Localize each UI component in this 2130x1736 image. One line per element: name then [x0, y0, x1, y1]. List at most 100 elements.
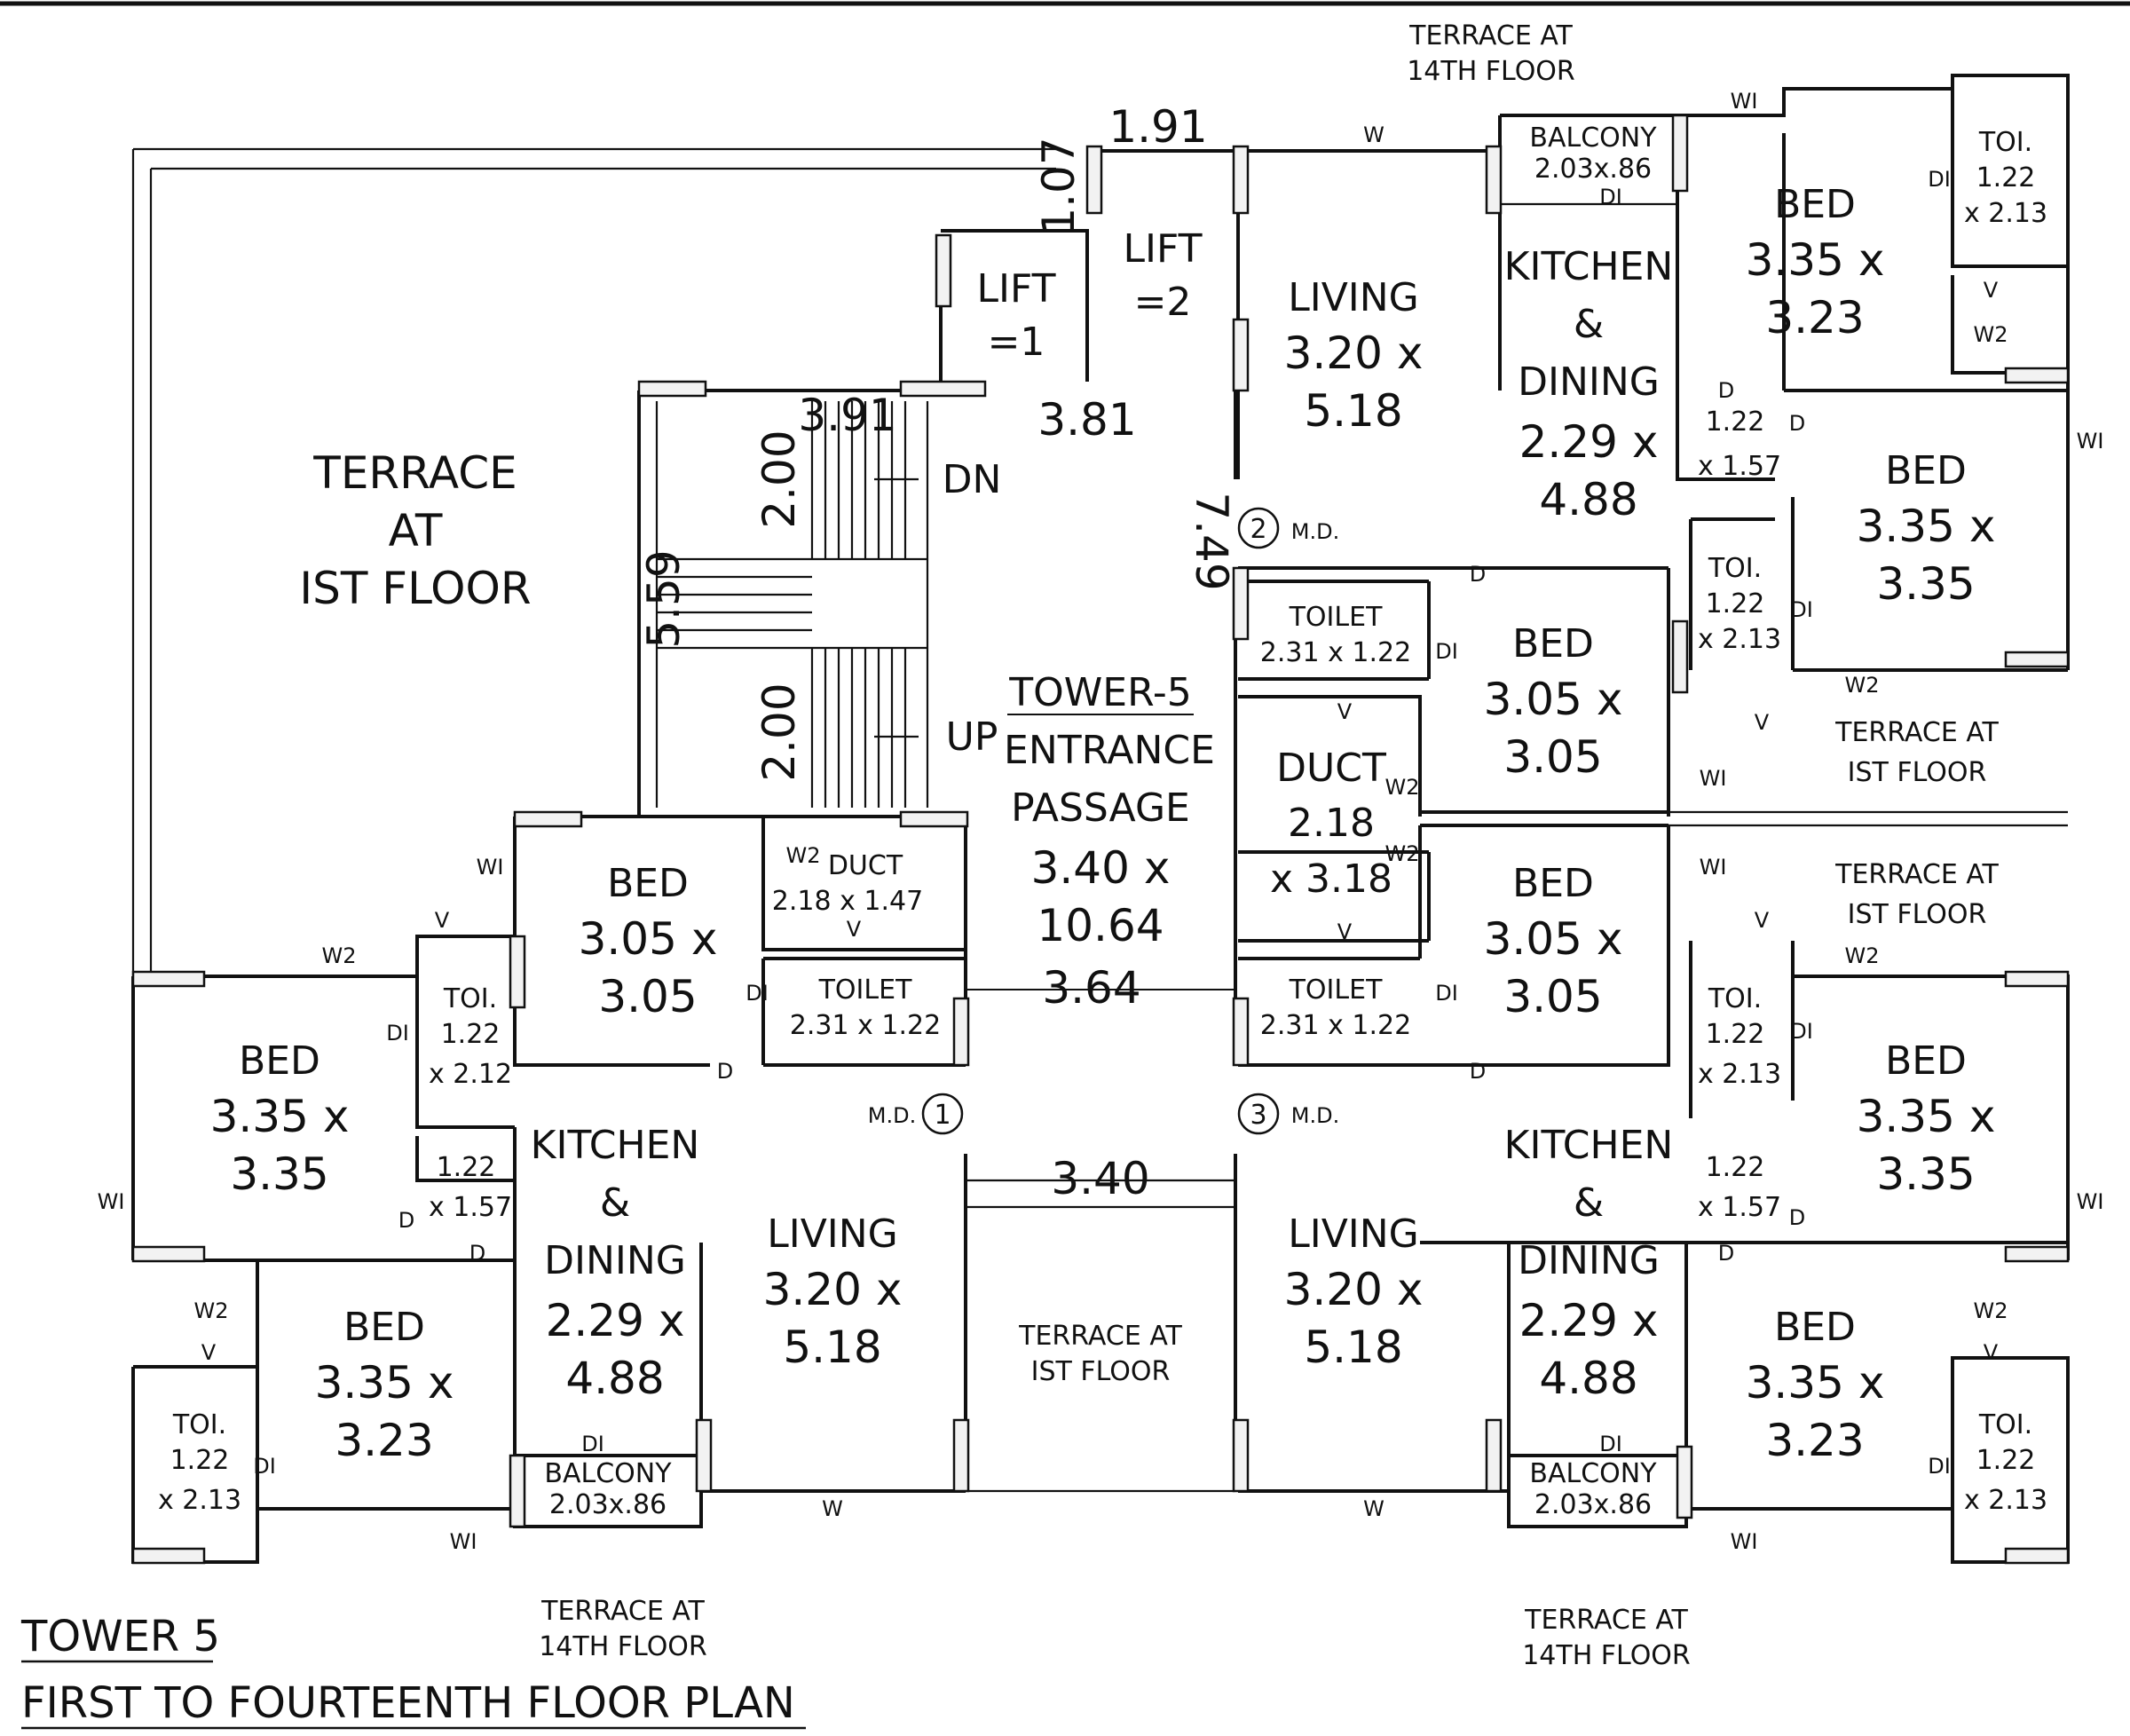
- mark-w2-duct-a: W2: [1385, 775, 1420, 800]
- toi-lm-d1: 1.22: [441, 1019, 501, 1050]
- balcony-br-dim: 2.03x.86: [1534, 1489, 1652, 1520]
- mark-d1-rl: DI: [1435, 981, 1458, 1006]
- mark-d-rl: D: [1470, 1059, 1486, 1084]
- mark-d-ru: D: [1470, 562, 1486, 587]
- bed-lm-name: BED: [607, 861, 689, 906]
- bed-r1-d1: 3.35 x: [1857, 501, 1996, 552]
- dim-200b: 2.00: [753, 683, 805, 781]
- bed-rmbot-d1: 3.05 x: [1484, 913, 1623, 965]
- kitchen-tr-n2: &: [1574, 302, 1604, 347]
- bed-bl-name: BED: [343, 1305, 425, 1350]
- mark-d1-top: DI: [1599, 185, 1622, 209]
- mark-d-small-rtop: D: [1789, 411, 1805, 436]
- duct-right-l1: DUCT: [1276, 746, 1386, 791]
- mark-w2-tr: W2: [1974, 322, 2008, 347]
- toi-br-name: TOI.: [1978, 1409, 2032, 1440]
- mark-d1-bl: DI: [253, 1454, 276, 1479]
- terrace-left-l3: IST FLOOR: [299, 563, 531, 614]
- kitchen-br-n2: &: [1574, 1180, 1604, 1226]
- mark-w1-lm: WI: [477, 855, 504, 880]
- toilet-ru-l1: TOILET: [1289, 602, 1383, 633]
- terrace14-top-l2: 14TH FLOOR: [1407, 56, 1575, 87]
- mark-v-duct-top: V: [1337, 699, 1353, 724]
- title-line2: FIRST TO FOURTEENTH FLOOR PLAN: [21, 1678, 795, 1728]
- dim-391: 3.91: [798, 390, 896, 441]
- mark-v-lm: V: [435, 908, 450, 933]
- lift2-b: =2: [1134, 280, 1192, 325]
- bed-rmtop-d2: 3.05: [1503, 731, 1602, 783]
- toi-rmtop-d1: 1.22: [1706, 588, 1765, 619]
- dim-749: 7.49: [1186, 492, 1237, 590]
- mark-d-br: D: [1718, 1241, 1734, 1266]
- living-br-d1: 3.20 x: [1284, 1264, 1424, 1315]
- mark-d1-lm: DI: [386, 1021, 409, 1046]
- toi-br-d2: x 2.13: [1964, 1485, 2047, 1516]
- toi-br-d1: 1.22: [1976, 1445, 2036, 1476]
- kitchen-bl-d2: 4.88: [565, 1353, 664, 1404]
- mark-v-bl: V: [201, 1340, 217, 1365]
- terrace-outline-left: [131, 147, 1056, 976]
- toi-bl-d1: 1.22: [170, 1445, 230, 1476]
- toi-lm-name: TOI.: [443, 983, 497, 1014]
- bed-bl-d1: 3.35 x: [315, 1357, 454, 1409]
- mark-w2-lm: W2: [322, 943, 357, 968]
- living-bl-d1: 3.20 x: [763, 1264, 903, 1315]
- balcony-top-dim: 2.03x.86: [1534, 154, 1652, 185]
- bed-rmbot-name: BED: [1512, 861, 1594, 906]
- mark-d1-balcony-br: DI: [1599, 1432, 1622, 1456]
- bed-br-name: BED: [1774, 1305, 1856, 1350]
- small-rtop-d2: x 1.57: [1698, 451, 1781, 482]
- mark-w1-rmbot: WI: [1700, 855, 1727, 880]
- mark-d-bl: D: [469, 1241, 485, 1266]
- mark-w2-duct-left: W2: [786, 843, 821, 868]
- small-l-d2: x 1.57: [429, 1192, 512, 1223]
- stair-dn: DN: [943, 457, 1002, 502]
- bed-br-d1: 3.35 x: [1746, 1357, 1885, 1409]
- terrace-left-l1: TERRACE: [312, 447, 517, 499]
- toi-rmtop-name: TOI.: [1708, 553, 1762, 584]
- mark-v-duct-bot: V: [1337, 919, 1353, 944]
- living-tr-name: LIVING: [1288, 275, 1419, 320]
- bed-r2-d2: 3.35: [1876, 1148, 1975, 1200]
- kitchen-br-d2: 4.88: [1539, 1353, 1637, 1404]
- md3-label: M.D.: [1291, 1103, 1339, 1128]
- kitchen-br-d1: 2.29 x: [1519, 1295, 1659, 1346]
- mark-d1-rmbot: DI: [1790, 1019, 1813, 1044]
- mark-v-tr: V: [1984, 278, 1999, 303]
- mark-w2-bl: W2: [194, 1298, 229, 1323]
- entrance-l2: PASSAGE: [1011, 785, 1190, 831]
- mark-d1-toilet-left: DI: [746, 981, 769, 1006]
- dim-364: 3.64: [1042, 962, 1140, 1014]
- lift1-a: LIFT: [977, 266, 1056, 312]
- duct-left-l1: DUCT: [828, 850, 903, 881]
- terrace14-bl-l2: 14TH FLOOR: [539, 1631, 707, 1662]
- small-rtop-d1: 1.22: [1706, 406, 1765, 438]
- mark-v-rmtop: V: [1755, 710, 1770, 735]
- mark-w2-rmtop: W2: [1845, 673, 1880, 698]
- toilet-left-l2: 2.31 x 1.22: [790, 1010, 941, 1041]
- bed-l1-d1: 3.35 x: [210, 1091, 350, 1142]
- living-bl-d2: 5.18: [783, 1322, 881, 1373]
- bed-rmbot-d2: 3.05: [1503, 971, 1602, 1022]
- small-rbot-d2: x 1.57: [1698, 1192, 1781, 1223]
- bed-rmtop-name: BED: [1512, 621, 1594, 667]
- tower-label: TOWER-5: [1008, 670, 1191, 715]
- mark-v-br: V: [1984, 1340, 1999, 1365]
- md3-num: 3: [1250, 1100, 1266, 1131]
- living-br-name: LIVING: [1288, 1211, 1419, 1257]
- living-tr-d1: 3.20 x: [1284, 327, 1424, 379]
- duct-right-l3: x 3.18: [1270, 856, 1392, 902]
- mark-d1-rmtop: DI: [1790, 597, 1813, 622]
- lift1-b: =1: [988, 320, 1045, 365]
- mark-w1-rmtop: WI: [1700, 766, 1727, 791]
- columns: [131, 114, 2070, 1565]
- mark-w1-r1: WI: [2077, 429, 2104, 454]
- toilet-ru-l2: 2.31 x 1.22: [1260, 637, 1411, 668]
- mark-w2-rmbot: W2: [1845, 943, 1880, 968]
- balcony-bl-name: BALCONY: [544, 1458, 672, 1489]
- balcony-br-name: BALCONY: [1529, 1458, 1657, 1489]
- mark-w1-top: WI: [1731, 89, 1758, 114]
- md1-num: 1: [934, 1100, 951, 1131]
- mark-w1-l1: WI: [98, 1189, 125, 1214]
